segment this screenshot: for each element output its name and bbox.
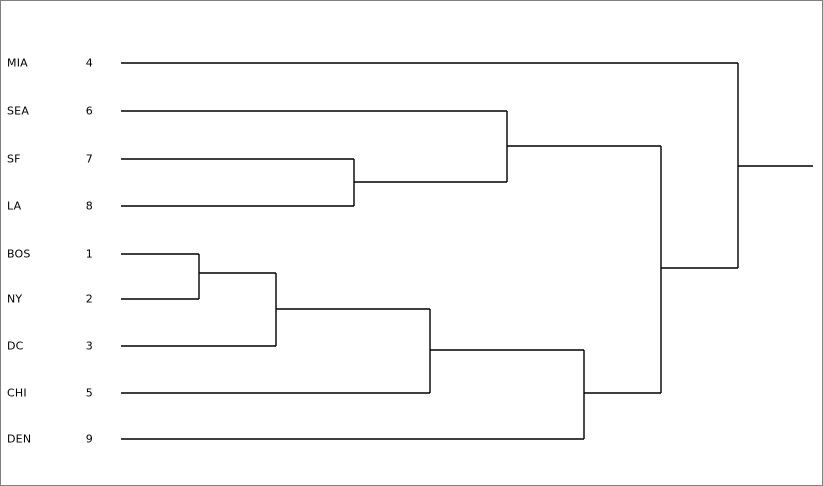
leaf-name-sea: SEA	[7, 104, 30, 118]
dendrogram-branches	[121, 62, 813, 440]
leaf-index-den: 9	[85, 432, 93, 446]
leaf-index-dc: 3	[85, 339, 93, 353]
leaf-name-chi: CHI	[7, 386, 27, 400]
leaf-index-chi: 5	[85, 386, 93, 400]
leaf-index-ny: 2	[85, 292, 93, 306]
leaf-name-mia: MIA	[7, 56, 28, 70]
leaf-index-sea: 6	[85, 104, 93, 118]
leaf-name-ny: NY	[7, 292, 23, 306]
leaf-index-la: 8	[85, 199, 93, 213]
leaf-name-la: LA	[7, 199, 22, 213]
leaf-index-mia: 4	[85, 56, 93, 70]
leaf-name-dc: DC	[7, 339, 24, 353]
leaf-index-sf: 7	[85, 152, 93, 166]
leaf-name-bos: BOS	[7, 247, 31, 261]
leaf-name-den: DEN	[7, 432, 32, 446]
leaf-index-bos: 1	[85, 247, 93, 261]
leaf-name-sf: SF	[7, 152, 21, 166]
